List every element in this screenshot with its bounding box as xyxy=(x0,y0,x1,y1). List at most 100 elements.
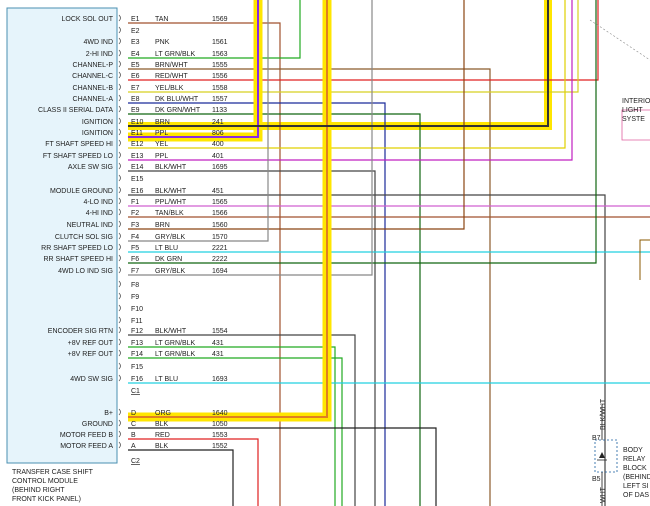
pin-function-label: IGNITION xyxy=(82,119,113,126)
wire-color-label: BRN xyxy=(155,119,170,126)
wire-color-label: PPL/WHT xyxy=(155,199,187,206)
pin-function-label: CHANNEL-A xyxy=(73,96,114,103)
connector-terminal xyxy=(118,49,121,57)
wire-f7 xyxy=(128,0,373,276)
connector-terminal xyxy=(118,292,121,300)
brown-wire-stub xyxy=(639,239,650,280)
right-side-labels: INTERIOLIGHTSYSTEB7B5BODYRELAYBLOCK(BEHI… xyxy=(589,19,650,506)
pin-id: F5 xyxy=(131,245,139,252)
wire-e8 xyxy=(128,102,386,506)
interior-lights-label: INTERIO xyxy=(622,98,650,105)
connector-terminal xyxy=(118,162,121,170)
pin-function-label: CHANNEL-P xyxy=(73,62,114,69)
pin-id: B xyxy=(131,432,136,439)
relay-pin-b5: B5 xyxy=(592,476,601,483)
circuit-number: 1558 xyxy=(212,85,228,92)
pin-function-label: B+ xyxy=(104,410,113,417)
pin-id: F16 xyxy=(131,376,143,383)
circuit-number: 1695 xyxy=(212,164,228,171)
wire-f14 xyxy=(128,357,343,506)
wire-color-label: PPL xyxy=(155,130,168,137)
wire-color-label: PNK xyxy=(155,39,170,46)
wire-e7 xyxy=(128,0,579,93)
wire-color-label: DK GRN/WHT xyxy=(155,107,201,114)
circuit-number: 1693 xyxy=(212,376,228,383)
circuit-number: 1566 xyxy=(212,210,228,217)
pin-id: E1 xyxy=(131,16,140,23)
circuit-number: 1553 xyxy=(212,432,228,439)
connector-terminal xyxy=(118,266,121,274)
pin-id: F10 xyxy=(131,306,143,313)
wire-d xyxy=(128,0,328,418)
circuit-number: 1570 xyxy=(212,234,228,241)
relay-block-label: RELAY xyxy=(623,456,646,463)
dashed-reference-line xyxy=(589,19,650,61)
wire-f6 xyxy=(128,0,597,264)
wire-e14 xyxy=(128,170,376,506)
pin-id: F12 xyxy=(131,328,143,335)
wire-color-label: TAN xyxy=(155,16,168,23)
pin-function-label: IGNITION xyxy=(82,130,113,137)
wire-b xyxy=(128,438,259,506)
pin-function-label: CHANNEL-B xyxy=(73,85,114,92)
pin-id: E4 xyxy=(131,51,140,58)
connector-terminal xyxy=(118,430,121,438)
pin-id: E7 xyxy=(131,85,140,92)
wire-e6 xyxy=(128,0,599,81)
relay-block-label: BODY xyxy=(623,447,643,454)
relay-block-label: (BEHIND xyxy=(623,474,650,481)
circuit-number: 1640 xyxy=(212,410,228,417)
module-name-line: TRANSFER CASE SHIFT xyxy=(12,469,94,476)
pin-function-label: 2-HI IND xyxy=(86,51,113,58)
module-name-line: FRONT KICK PANEL) xyxy=(12,496,81,503)
wire-color-label: BLK xyxy=(155,421,169,428)
wire-color-label: LT GRN/BLK xyxy=(155,340,196,347)
pin-function-label: +8V REF OUT xyxy=(68,351,114,358)
pin-function-label: 4WD SW SIG xyxy=(70,376,113,383)
connector-terminal xyxy=(118,94,121,102)
connector-terminal xyxy=(118,304,121,312)
connector-terminal xyxy=(118,280,121,288)
connector-terminal xyxy=(118,26,121,34)
pin-id: F11 xyxy=(131,318,143,325)
wire-f3 xyxy=(128,0,465,230)
relay-block-label: LEFT SI xyxy=(623,483,649,490)
relay-pin-b7: B7 xyxy=(592,435,601,442)
pin-id: E9 xyxy=(131,107,140,114)
pin-function-label: MODULE GROUND xyxy=(50,188,113,195)
pin-function-label: CLASS II SERIAL DATA xyxy=(38,107,113,114)
connector-terminal xyxy=(118,208,121,216)
pin-id: E10 xyxy=(131,119,144,126)
pin-function-label: ENCODER SIG RTN xyxy=(48,328,113,335)
wire-color-label: DK GRN xyxy=(155,256,182,263)
connector-terminal xyxy=(118,128,121,136)
relay-block-box xyxy=(594,439,618,473)
pin-function-label: AXLE SW SIG xyxy=(68,164,113,171)
pin-id: F8 xyxy=(131,282,139,289)
wire-f12 xyxy=(128,334,356,506)
pin-function-label: RR SHAFT SPEED LO xyxy=(41,245,113,252)
wire-color-label: YEL/BLK xyxy=(155,85,184,92)
pin-id: A xyxy=(131,443,136,450)
relay-block-label: BLOCK xyxy=(623,465,647,472)
pin-id: F3 xyxy=(131,222,139,229)
wire-color-label: LT BLU xyxy=(155,245,178,252)
connector-terminal xyxy=(118,316,121,324)
wire-color-label: BLK/WHT xyxy=(155,328,187,335)
wire-e11 xyxy=(128,0,259,138)
pin-function-label: 4WD LO IND SIG xyxy=(58,268,113,275)
interior-lights-label: LIGHT xyxy=(622,107,643,114)
connector-terminal xyxy=(118,326,121,334)
wire-a xyxy=(128,449,234,506)
connector-terminal xyxy=(118,60,121,68)
circuit-number: 1563 xyxy=(212,51,228,58)
circuit-number: 1557 xyxy=(212,96,228,103)
wire-e9 xyxy=(128,113,421,506)
connector-terminal xyxy=(118,71,121,79)
vertical-wire-label: BLK/WHT xyxy=(600,398,607,430)
wires xyxy=(128,0,650,506)
connector-terminal xyxy=(118,338,121,346)
